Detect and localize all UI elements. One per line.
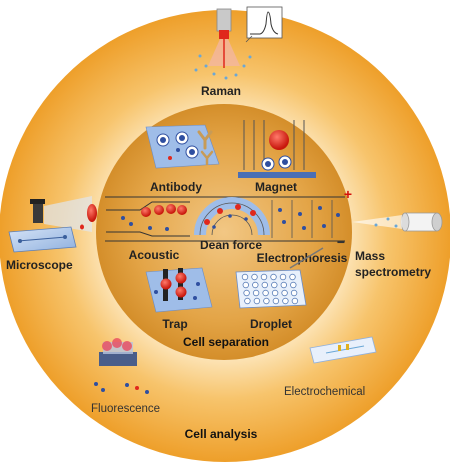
- electrophoresis-channel-icon: [271, 200, 340, 238]
- droplet-well: [290, 289, 298, 297]
- droplet-well: [242, 281, 249, 289]
- droplet-well: [241, 273, 249, 281]
- acoustic-channel-icon: [106, 201, 190, 237]
- dean-spiral-icon: [194, 197, 270, 236]
- raman-spectrum-icon: [245, 6, 283, 43]
- trap-label: Trap: [162, 317, 187, 331]
- droplet-well: [251, 273, 258, 281]
- negative-electrode: −: [337, 234, 345, 250]
- droplet-well: [281, 289, 288, 297]
- raman-label: Raman: [201, 84, 241, 98]
- droplet-well: [280, 281, 287, 289]
- microchip-icon: [8, 226, 77, 253]
- acoustic-label: Acoustic: [129, 248, 180, 262]
- droplet-well: [289, 273, 296, 281]
- droplet-well: [260, 273, 268, 281]
- droplet-well: [290, 281, 297, 289]
- droplet-well: [291, 297, 299, 305]
- electrochemical-label: Electrochemical: [284, 386, 365, 398]
- positive-electrode: +: [344, 186, 352, 202]
- droplet-well: [272, 297, 280, 305]
- antibody-icon: [145, 124, 220, 169]
- droplet-well: [271, 289, 279, 297]
- droplet-array-icon: [235, 247, 324, 309]
- mass-spec-cylinder-icon: [352, 212, 443, 232]
- raman-laser-icon: [194, 8, 252, 80]
- magnet-label: Magnet: [255, 180, 297, 194]
- electrochemical-chip-icon: [309, 336, 377, 364]
- droplet-grid: [241, 273, 299, 305]
- magnet-icon: [238, 120, 316, 178]
- mass-spec-label-line2: spectrometry: [355, 265, 431, 279]
- droplet-well: [263, 297, 270, 305]
- droplet-well: [261, 281, 268, 289]
- dean-force-label: Dean force: [200, 238, 262, 252]
- fluorescence-label: Fluorescence: [91, 403, 160, 415]
- droplet-well: [271, 281, 278, 289]
- droplet-well: [279, 273, 287, 281]
- mass-spec-label-line1: Mass: [355, 249, 385, 263]
- cell-separation-title: Cell separation: [183, 335, 269, 349]
- droplet-well: [253, 297, 261, 305]
- droplet-well: [270, 273, 277, 281]
- droplet-label: Droplet: [250, 317, 292, 331]
- microscope-label: Microscope: [6, 258, 73, 272]
- droplet-well: [252, 281, 259, 289]
- trap-icon: [145, 267, 213, 313]
- droplet-well: [243, 289, 250, 297]
- cell-analysis-title: Cell analysis: [185, 427, 258, 441]
- antibody-label: Antibody: [150, 180, 202, 194]
- observed-cell: [87, 204, 97, 222]
- droplet-well: [282, 297, 289, 305]
- microscope-icon: [30, 196, 97, 232]
- droplet-well: [244, 297, 251, 305]
- fluorescence-chip-icon: [94, 338, 149, 394]
- droplet-well: [262, 289, 269, 297]
- electrophoresis-label: Electrophoresis: [257, 251, 348, 265]
- droplet-well: [252, 289, 260, 297]
